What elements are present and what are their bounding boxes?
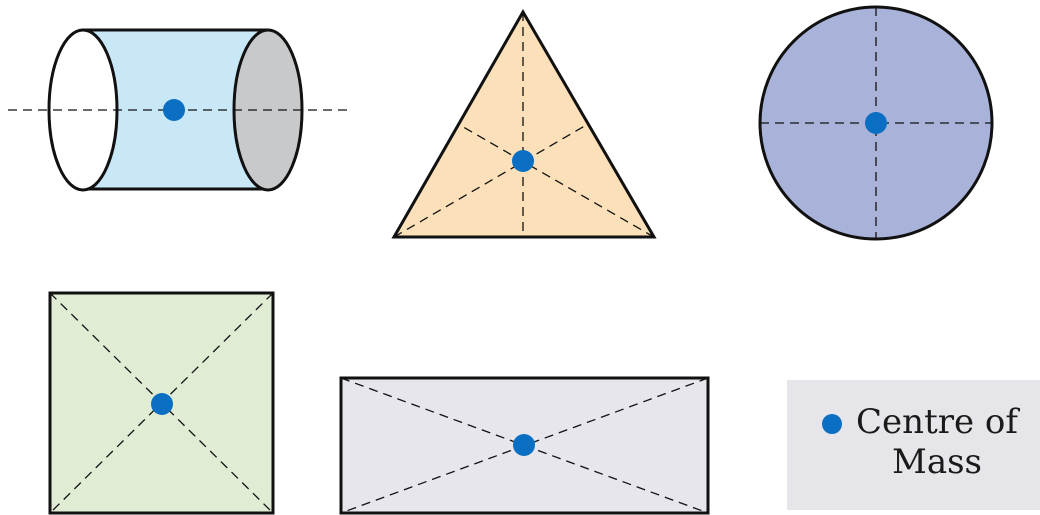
legend-label-line-1: Centre of	[856, 402, 1018, 442]
rectangle-shape	[339, 376, 710, 515]
triangle-median-line	[393, 123, 589, 238]
square-shape	[48, 291, 275, 515]
legend-label-line-2: Mass	[892, 442, 982, 482]
legend-centre-dot	[822, 414, 842, 434]
circle-shape	[758, 5, 994, 241]
triangle-fill	[391, 9, 657, 239]
legend-box: Centre of Mass	[787, 380, 1040, 510]
cylinder-centre-dot	[163, 99, 185, 121]
legend-label: Centre of Mass	[852, 402, 1022, 482]
cylinder-shape	[8, 28, 350, 192]
triangle-shape	[391, 9, 657, 239]
circle-centre-dot	[865, 112, 887, 134]
triangle-centre-dot	[512, 150, 534, 172]
square-centre-dot	[151, 393, 173, 415]
triangle-median-line	[457, 123, 655, 238]
rectangle-centre-dot	[513, 434, 535, 456]
